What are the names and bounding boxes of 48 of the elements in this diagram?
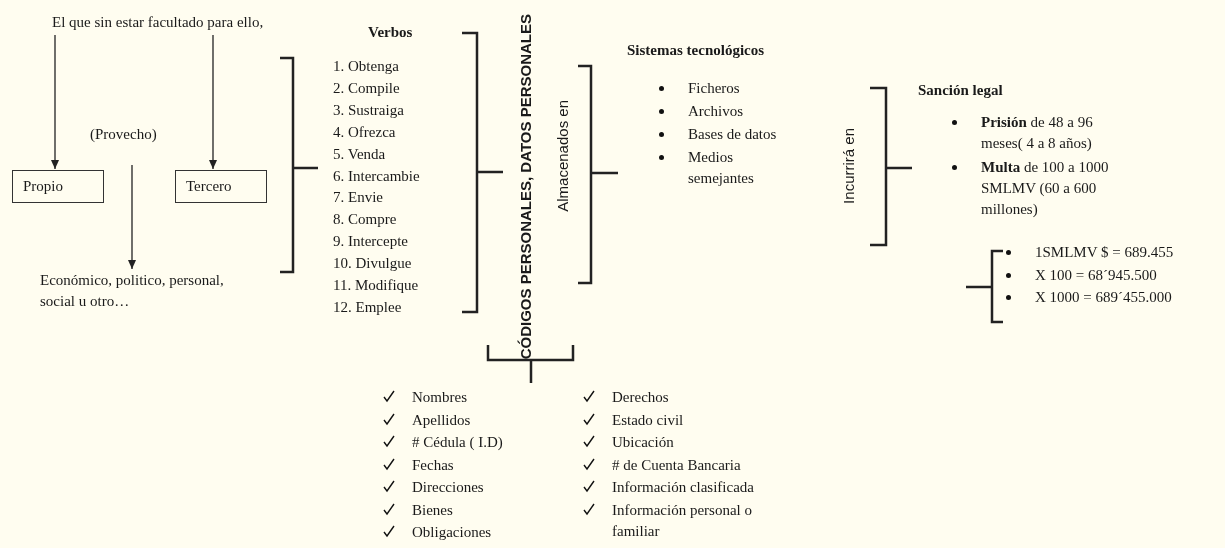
arrow <box>51 34 59 170</box>
list-item: # Cédula ( I.D) <box>412 433 504 452</box>
arrow <box>209 34 217 170</box>
list-item: Direcciones <box>412 478 485 497</box>
arrow <box>128 164 136 270</box>
list-item: 3. Sustraiga <box>333 100 405 120</box>
description-text: Económico, politico, personal, social u otro… <box>40 270 255 312</box>
list-item: Multa de 100 a 1000 SMLMV (60 a 600 millones) <box>981 158 1110 219</box>
list-item: Medios semejantes <box>688 148 755 188</box>
list-item: Archivos <box>688 102 744 121</box>
list-item: X 100 = 68´945.500 <box>1035 265 1158 285</box>
list-item: # de Cuenta Bancaria <box>612 455 742 475</box>
list-item: Nombres <box>412 388 468 407</box>
list-item: 8. Compre <box>333 210 398 230</box>
list-item: 7. Envie <box>333 188 384 208</box>
list-item: 6. Intercambie <box>333 166 421 186</box>
list-item: Información clasificada <box>612 478 755 497</box>
list-item: 1SMLMV $ = 689.455 <box>1035 243 1175 262</box>
statement-text: El que sin estar facultado para ello, <box>52 12 267 33</box>
list-item: Derechos <box>612 388 670 407</box>
heading: Sistemas tecnológicos <box>627 41 766 60</box>
vertical-label: Almacenados en <box>555 100 570 212</box>
list-item: 5. Venda <box>333 144 387 164</box>
list-item: Estado civil <box>612 410 685 430</box>
list-item: 10. Divulgue <box>333 254 413 274</box>
category-box: Tercero <box>175 170 267 203</box>
heading: Verbos <box>368 23 414 42</box>
vertical-label: Incurrirá en <box>841 128 856 204</box>
category-box: Propio <box>12 170 104 203</box>
list-item: Prisión de 48 a 96 meses( 4 a 8 años) <box>981 113 1094 153</box>
heading: Sanción legal <box>918 81 1004 100</box>
list-item: 11. Modifique <box>333 276 420 295</box>
list-item: Apellidos <box>412 410 472 430</box>
list-item: 9. Intercepte <box>333 232 409 252</box>
list-item: Bases de datos <box>688 125 778 144</box>
list-item: Información personal o familiar <box>612 500 753 541</box>
vertical-heading: CÓDIGOS PERSONALES, DATOS PERSONALES <box>518 14 533 360</box>
annotation-text: (Provecho) <box>90 124 190 145</box>
list-item: 2. Compile <box>333 78 401 98</box>
list-item: 12. Emplee <box>333 297 403 317</box>
list-item: Fechas <box>412 455 455 475</box>
list-item: Ubicación <box>612 433 675 452</box>
list-item: 1. Obtenga <box>333 57 400 76</box>
list-item: Bienes <box>412 500 454 520</box>
list-item: Obligaciones <box>412 523 493 542</box>
list-item: 4. Ofrezca <box>333 122 397 142</box>
list-item: Ficheros <box>688 79 741 98</box>
list-item: X 1000 = 689´455.000 <box>1035 288 1173 307</box>
